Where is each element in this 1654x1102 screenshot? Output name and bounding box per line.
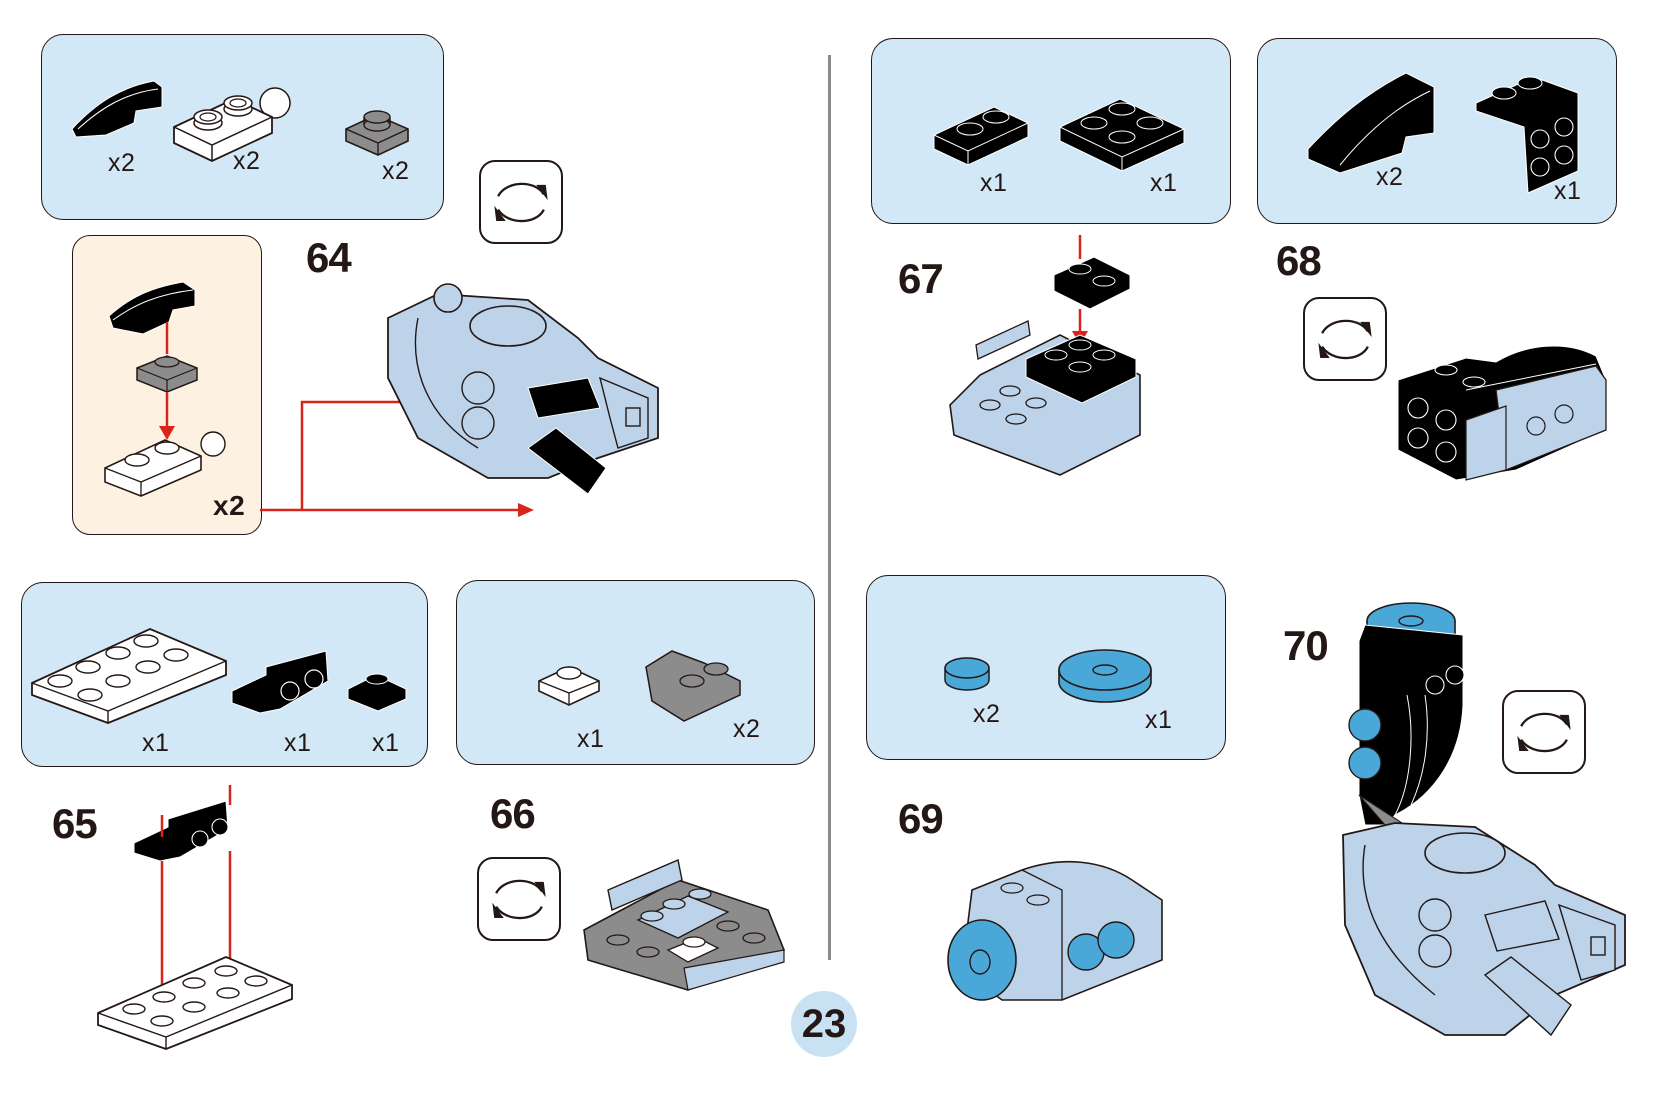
part-black-curved-slope-1x3 bbox=[1307, 72, 1435, 174]
step-70-model bbox=[1342, 602, 1626, 1037]
step-67-number: 67 bbox=[898, 255, 944, 302]
step-65-parts-box: x1 x1 x1 bbox=[21, 582, 428, 767]
step-68-model bbox=[1397, 345, 1607, 481]
step-65-number: 65 bbox=[52, 800, 98, 847]
step-67-parts-box: x1 x1 bbox=[871, 38, 1231, 224]
step-64-part-2-qty: x2 bbox=[233, 147, 261, 175]
rotate-model-icon bbox=[477, 857, 561, 941]
step-64-parts-box: x2 x2 x2 bbox=[41, 34, 444, 220]
step-68-parts-box: x2 x1 bbox=[1257, 38, 1617, 224]
part-gray-plate-with-clip bbox=[645, 650, 741, 722]
step-66-part-1-qty: x1 bbox=[577, 725, 605, 753]
part-black-curved-slope bbox=[71, 80, 163, 138]
part-black-bracket-2x2 bbox=[1475, 76, 1579, 194]
step-68-number: 68 bbox=[1276, 237, 1322, 284]
step-66-part-2-qty: x2 bbox=[733, 715, 761, 743]
part-white-plate-with-ball bbox=[173, 87, 291, 162]
part-gray-plate-1x1 bbox=[345, 110, 409, 156]
step-64-number: 64 bbox=[306, 234, 352, 281]
rotate-model-icon bbox=[1502, 690, 1586, 774]
step-67-part-2-qty: x1 bbox=[1150, 169, 1178, 197]
step-67-part-1-qty: x1 bbox=[980, 169, 1008, 197]
subassembly-diagram bbox=[104, 281, 226, 497]
step-65-part-3-qty: x1 bbox=[372, 729, 400, 757]
step-69-part-1-qty: x2 bbox=[973, 700, 1001, 728]
part-azure-round-tile-2x2 bbox=[1058, 649, 1152, 703]
part-white-plate-1x1 bbox=[538, 666, 600, 706]
step-64-part-1-qty: x2 bbox=[108, 149, 136, 177]
step-69-part-2-qty: x1 bbox=[1145, 706, 1173, 734]
step-66-model bbox=[583, 859, 786, 991]
step-65-diagram bbox=[97, 785, 293, 1050]
step-64-part-3-qty: x2 bbox=[382, 157, 410, 185]
step-68-part-2-qty: x1 bbox=[1554, 177, 1582, 205]
step-64-subassembly-box: x2 bbox=[72, 235, 262, 535]
step-67-model bbox=[949, 235, 1141, 476]
part-azure-round-tile-1x1 bbox=[944, 657, 990, 691]
step-70-number: 70 bbox=[1283, 622, 1329, 669]
step-69-model bbox=[947, 860, 1163, 1001]
step-69-number: 69 bbox=[898, 795, 944, 842]
rotate-model-icon bbox=[479, 160, 563, 244]
step-65-part-2-qty: x1 bbox=[284, 729, 312, 757]
step-64-model bbox=[387, 283, 659, 495]
step-68-part-1-qty: x2 bbox=[1376, 163, 1404, 191]
page-divider bbox=[828, 55, 831, 960]
step-65-part-1-qty: x1 bbox=[142, 729, 170, 757]
part-white-plate-2x4 bbox=[31, 628, 227, 724]
step-66-parts-box: x1 x2 bbox=[456, 580, 815, 765]
step-66-number: 66 bbox=[490, 790, 536, 837]
step-69-parts-box: x2 x1 bbox=[866, 575, 1226, 760]
page-number: 23 bbox=[791, 991, 857, 1057]
part-black-plate-1x2 bbox=[933, 106, 1029, 166]
subassembly-qty: x2 bbox=[213, 490, 246, 521]
part-black-plate-1x1 bbox=[347, 673, 407, 712]
rotate-model-icon bbox=[1303, 297, 1387, 381]
part-black-bracket-inverted bbox=[231, 650, 329, 714]
part-black-plate-2x2 bbox=[1059, 98, 1185, 172]
